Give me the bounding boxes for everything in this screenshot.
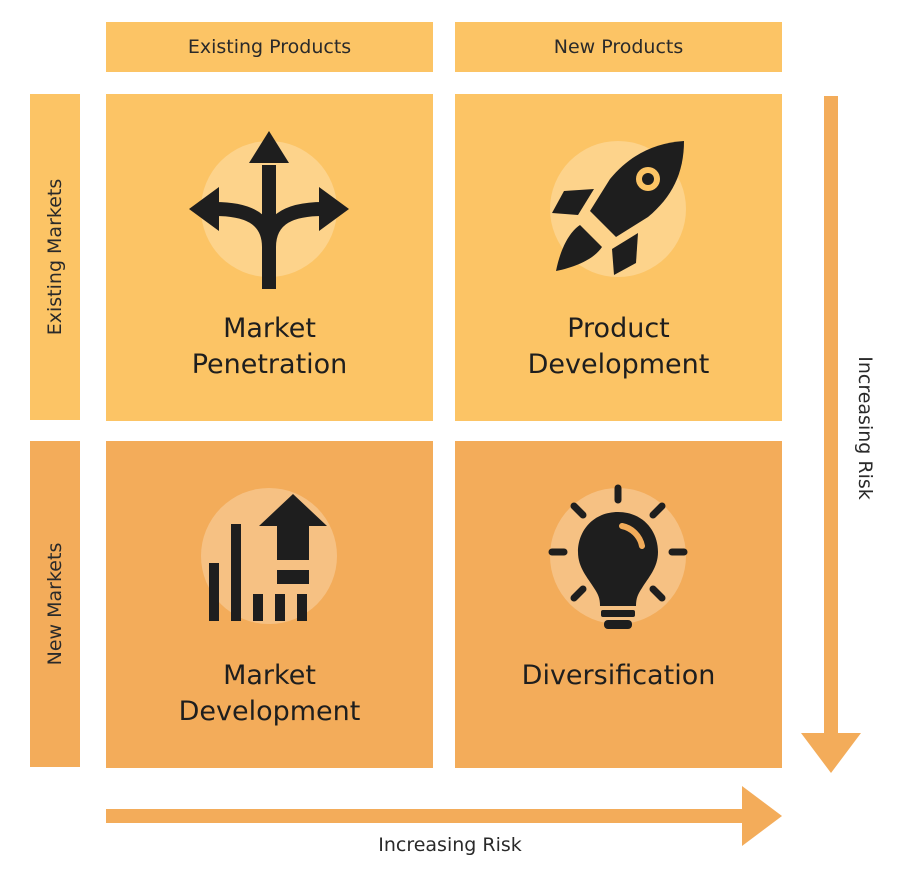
icon-backdrop	[201, 488, 337, 624]
row-header-label: New Markets	[44, 542, 66, 666]
column-header-new-products: New Products	[455, 22, 782, 72]
quadrant-product-development: Product Development	[455, 94, 782, 421]
lightbulb-icon	[548, 484, 688, 629]
growth-chart-icon	[209, 494, 327, 621]
vertical-risk-label: Increasing Risk	[854, 356, 876, 500]
vertical-risk-arrow	[801, 96, 861, 773]
quadrant-title: Market Development	[178, 660, 361, 727]
quadrant-title: Product Development	[527, 313, 710, 380]
horizontal-risk-label: Increasing Risk	[378, 834, 522, 856]
column-header-label: New Products	[553, 36, 684, 58]
quadrant-market-development: Market Development	[106, 441, 433, 768]
row-header-label: Existing Markets	[44, 178, 66, 336]
quadrant-market-penetration: Market Penetration	[106, 94, 433, 421]
row-header-new-markets: New Markets	[30, 441, 80, 767]
quadrant-title: Diversification	[521, 660, 716, 691]
quadrant-diversification: Diversification	[455, 441, 782, 768]
column-header-existing-products: Existing Products	[106, 22, 433, 72]
row-header-existing-markets: Existing Markets	[30, 94, 80, 420]
rocket-icon	[552, 141, 684, 275]
split-arrows-icon	[189, 131, 349, 289]
column-header-label: Existing Products	[187, 36, 352, 58]
quadrant-title: Market Penetration	[191, 313, 348, 380]
